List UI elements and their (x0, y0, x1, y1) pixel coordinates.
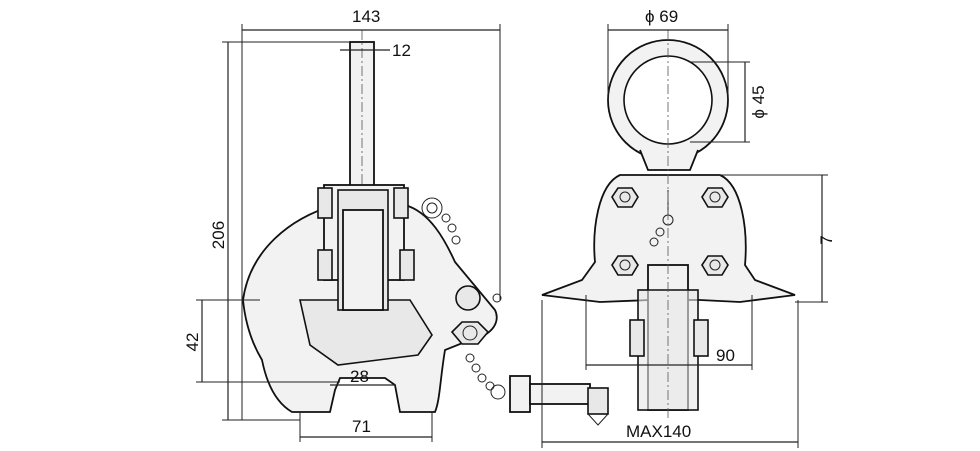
dim-base-width: 71 (352, 417, 371, 436)
bolt-head (317, 187, 333, 219)
side-view-dimensions: 143 12 206 42 28 71 (183, 7, 501, 442)
jaw-cavity (299, 299, 433, 366)
dim-jaw-opening: 28 (350, 367, 369, 386)
dim-shaft-width: 12 (392, 41, 411, 60)
bolt-head (399, 249, 415, 281)
side-view (242, 30, 609, 426)
bolt-head (393, 187, 409, 219)
hex-nut (450, 321, 490, 345)
dim-max-width: MAX140 (626, 422, 691, 441)
front-view-dimensions: ϕ 69 ϕ 45 7 90 MAX140 (541, 7, 836, 448)
chain-ring (421, 197, 443, 219)
dim-eye-outer: ϕ 69 (645, 7, 678, 26)
locking-pin (529, 383, 591, 405)
bolt-head (629, 319, 645, 357)
chain-link (465, 353, 475, 363)
bolt-head (317, 249, 333, 281)
dim-side-partial: 7 (817, 235, 836, 244)
dim-eye-inner: ϕ 45 (749, 85, 768, 118)
dim-bolt-span: 90 (716, 346, 735, 365)
dim-jaw-height: 42 (183, 333, 202, 352)
dim-overall-width: 143 (352, 7, 380, 26)
inner-link (342, 209, 384, 311)
side-hole (455, 285, 481, 311)
clamp-body-front (541, 174, 796, 303)
front-view (541, 30, 796, 420)
dim-height: 206 (209, 221, 228, 249)
bolt-head (693, 319, 709, 357)
pin-head (509, 375, 531, 413)
pin-tip (587, 387, 609, 415)
